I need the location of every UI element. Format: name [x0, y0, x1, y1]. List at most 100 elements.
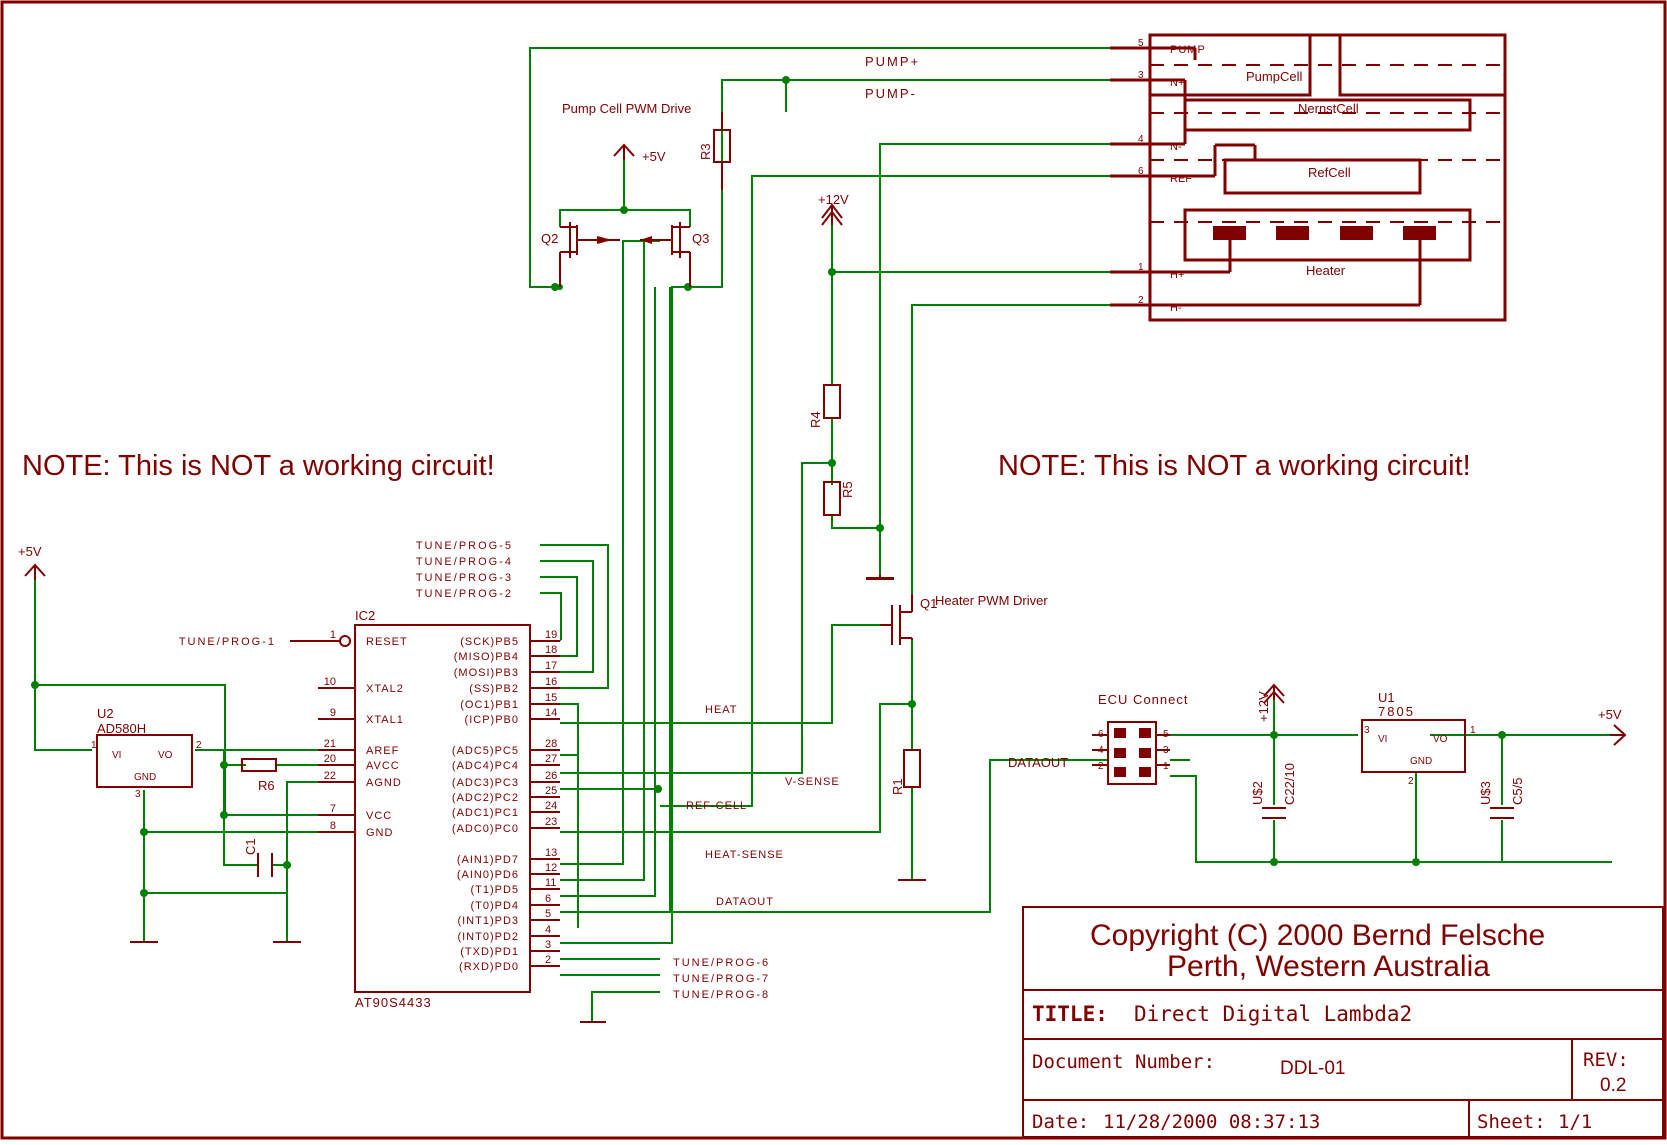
date-value: 11/28/2000 08:37:13 — [1103, 1111, 1320, 1133]
sensor-pin-number: 4 — [1138, 134, 1144, 145]
u2-pin-vo: VO — [158, 750, 173, 761]
cell-label: NernstCell — [1298, 101, 1359, 116]
ic2-pin-name: (AIN0)PD6 — [457, 869, 519, 881]
cell-label: RefCell — [1308, 165, 1351, 180]
heater-driver-label: Heater PWM Driver — [935, 593, 1048, 608]
ic2-pin-name: (ICP)PB0 — [465, 714, 519, 726]
note-left: NOTE: This is NOT a working circuit! — [22, 450, 495, 482]
u2-pin-number: 2 — [196, 740, 202, 751]
sensor-pin-number: 3 — [1138, 70, 1144, 81]
sensor-dash-lines — [1150, 64, 1505, 223]
dataout-conn-label: DATAOUT — [1008, 755, 1068, 770]
ecu-pin-number: 3 — [1163, 745, 1169, 756]
ecu-pin-number: 5 — [1163, 729, 1169, 740]
docnum-label: Document Number: — [1032, 1051, 1215, 1073]
ic2-pin-number: 7 — [330, 803, 336, 815]
c2-value: C22/10 — [1282, 763, 1297, 805]
plus12v-right-label: +12V — [1256, 691, 1271, 722]
ic2-pin-name: (ADC4)PC4 — [452, 760, 519, 772]
solid-marks — [597, 236, 894, 580]
ecu-pin-number: 2 — [1098, 761, 1104, 772]
tune-label: TUNE/PROG-5 — [416, 540, 513, 552]
ic2-pin-number: 11 — [545, 877, 556, 889]
ic2-pin-number: 2 — [545, 954, 551, 966]
ic2-pin-name: XTAL1 — [366, 714, 404, 726]
ic2-pin-number: 23 — [545, 816, 557, 828]
plus5v-left-label: +5V — [18, 544, 42, 559]
junctions — [31, 76, 1506, 897]
ic2-pin-number: 8 — [330, 820, 336, 832]
sensor-pin-number: 5 — [1138, 38, 1144, 49]
ic2-pin-name: RESET — [366, 636, 408, 648]
sheet-label: Sheet: — [1477, 1111, 1546, 1133]
ic2-pin-number: 27 — [545, 753, 557, 765]
net-label-pump-minus: PUMP- — [865, 86, 917, 101]
net-label-v-sense: V-SENSE — [785, 776, 840, 788]
ecu-label: ECU Connect — [1098, 692, 1188, 707]
ic2-pin-number: 14 — [545, 707, 557, 719]
ic2-pin-name: (T1)PD5 — [470, 884, 519, 896]
cell-label: Heater — [1306, 263, 1346, 278]
ic2-pin-number: 21 — [324, 738, 336, 750]
rev-label: REV: — [1583, 1049, 1629, 1071]
ic2-pin-name: (SS)PB2 — [469, 683, 519, 695]
u2-name: U2 — [97, 706, 114, 721]
ic2-pin-number: 3 — [545, 939, 551, 951]
u2-pin-gnd: GND — [134, 772, 156, 783]
note-right: NOTE: This is NOT a working circuit! — [998, 450, 1471, 482]
ic2-pin-name: (OC1)PB1 — [460, 699, 519, 711]
u1-pin-number: 1 — [1470, 725, 1476, 736]
sensor-pin-label: H+ — [1170, 269, 1184, 281]
r4-label: R4 — [808, 411, 823, 428]
u1-pin-number: 2 — [1408, 776, 1414, 787]
u1-pin-number: 3 — [1364, 725, 1370, 736]
ecu-pin-number: 1 — [1163, 761, 1169, 772]
lambda-sensor — [1110, 33, 1507, 322]
pump-drive-label: Pump Cell PWM Drive — [562, 101, 691, 116]
ic2-pin-number: 24 — [545, 800, 557, 812]
u2-pin-number: 3 — [135, 789, 141, 800]
ic2-pin-number: 15 — [545, 692, 557, 704]
ic2-pin-name: (INT1)PD3 — [457, 915, 519, 927]
date-label: Date: — [1032, 1111, 1089, 1133]
ic2-pin-name: (AIN1)PD7 — [457, 854, 519, 866]
ic2-left-pins: RESET1XTAL210XTAL19AREF21AVCC20AGND22VCC… — [324, 629, 408, 839]
tune-label: TUNE/PROG-6 — [673, 957, 770, 969]
ic2-pin-name: (T0)PD4 — [470, 900, 519, 912]
net-label-pump-plus: PUMP+ — [865, 54, 920, 69]
u1-pin-vo: VO — [1433, 734, 1448, 745]
net-label-heat-sense: HEAT-SENSE — [705, 849, 784, 861]
c3-name: U$3 — [1478, 781, 1493, 805]
plus5v-label: +5V — [642, 149, 666, 164]
ic2-pin-name: (SCK)PB5 — [460, 636, 519, 648]
sensor-pin-label: REF — [1170, 173, 1192, 185]
reset-inversion-bubble — [339, 635, 351, 647]
ic2-pin-stubs — [318, 640, 560, 967]
ic2-pin-name: (INT0)PD2 — [457, 931, 519, 943]
heater-elements — [1213, 226, 1436, 240]
ic2-pin-number: 9 — [330, 707, 336, 719]
wires — [34, 47, 1612, 1022]
ic2-pin-name: VCC — [366, 810, 392, 822]
ecu-pin-number: 6 — [1098, 729, 1104, 740]
ic2-pin-name: (ADC2)PC2 — [452, 792, 519, 804]
tune-label: TUNE/PROG-3 — [416, 572, 513, 584]
ic2-pin-name: (ADC3)PC3 — [452, 777, 519, 789]
component-symbols — [24, 112, 1664, 1138]
ic2-pin-name: (MOSI)PB3 — [454, 667, 519, 679]
ic2-pin-name: GND — [366, 827, 393, 839]
ic2-pin-name: (ADC5)PC5 — [452, 745, 519, 757]
sheet-value: 1/1 — [1558, 1111, 1592, 1133]
text-layer: PumpCell NernstCell RefCell Heater PUMP … — [18, 38, 1629, 1133]
ic2-pin-number: 13 — [545, 847, 557, 859]
r5-label: R5 — [840, 481, 855, 498]
plus5v-right-label: +5V — [1598, 707, 1622, 722]
tune-label: TUNE/PROG-4 — [416, 556, 513, 568]
c1-label: C1 — [243, 838, 258, 855]
sensor-pin-number: 2 — [1138, 295, 1144, 306]
net-label-ref-cell: REF-CELL — [686, 800, 747, 812]
ic2-pin-name: (ADC1)PC1 — [452, 807, 519, 819]
ic2-pin-number: 12 — [545, 862, 557, 874]
